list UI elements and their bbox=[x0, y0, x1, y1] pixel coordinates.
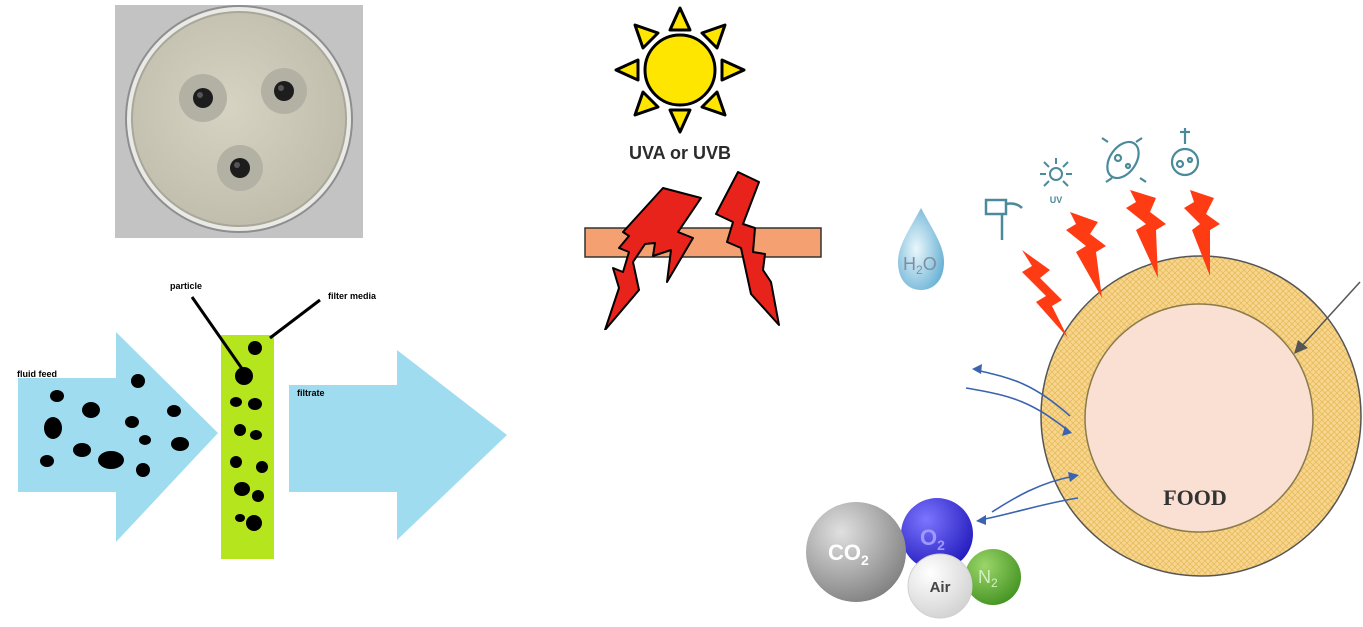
food-core bbox=[1084, 303, 1314, 533]
o2-bubble bbox=[901, 498, 973, 570]
uv-bolt-2 bbox=[715, 171, 780, 326]
membrane-band bbox=[584, 227, 822, 258]
water-label: H2O bbox=[903, 254, 937, 277]
fluid-feed-arrow bbox=[18, 332, 218, 542]
threat-bolts bbox=[1022, 190, 1220, 338]
hammer-icon bbox=[984, 198, 1023, 240]
sun-icon bbox=[614, 6, 746, 134]
air-label: Air bbox=[930, 579, 951, 596]
threat-bolt bbox=[1066, 212, 1106, 298]
uv-sun-icon bbox=[1040, 158, 1072, 187]
svg-text:N2: N2 bbox=[978, 567, 998, 590]
svg-text:O2: O2 bbox=[920, 525, 945, 553]
filtrate-label: filtrate bbox=[297, 388, 325, 398]
chemical-flask-icon bbox=[1170, 128, 1200, 177]
co2-bubble bbox=[806, 502, 906, 602]
particles bbox=[40, 341, 268, 531]
air-bubble bbox=[907, 553, 973, 619]
food-packaging-diagram: FOOD UV bbox=[800, 120, 1363, 622]
gas-exchange-arrows bbox=[979, 475, 1079, 521]
antibiotic-disc bbox=[274, 81, 294, 101]
svg-text:CO2: CO2 bbox=[828, 540, 869, 568]
filtration-diagram: particle filter media fluid feed filtrat… bbox=[0, 270, 520, 570]
water-drop bbox=[898, 208, 944, 290]
food-label: FOOD bbox=[1163, 485, 1227, 510]
n2-bubble bbox=[965, 549, 1021, 605]
uv-bolt-1 bbox=[604, 187, 702, 331]
bacteria-icon bbox=[1101, 137, 1147, 183]
particle-label: particle bbox=[170, 281, 202, 291]
water-exchange-arrows bbox=[965, 369, 1071, 433]
filtrate-arrow bbox=[289, 350, 507, 540]
antibiotic-disc bbox=[193, 88, 213, 108]
petri-dish-image bbox=[115, 5, 363, 238]
fluid-feed-label: fluid feed bbox=[17, 369, 57, 379]
antibiotic-disc bbox=[230, 158, 250, 178]
uv-icon-label: UV bbox=[1050, 195, 1063, 205]
uv-diagram: UVA or UVB bbox=[583, 0, 823, 331]
threat-bolt bbox=[1184, 190, 1220, 276]
threat-bolt bbox=[1022, 250, 1068, 338]
filter-media-label: filter media bbox=[328, 291, 377, 301]
threat-bolt bbox=[1126, 190, 1166, 278]
uv-label: UVA or UVB bbox=[629, 143, 731, 163]
